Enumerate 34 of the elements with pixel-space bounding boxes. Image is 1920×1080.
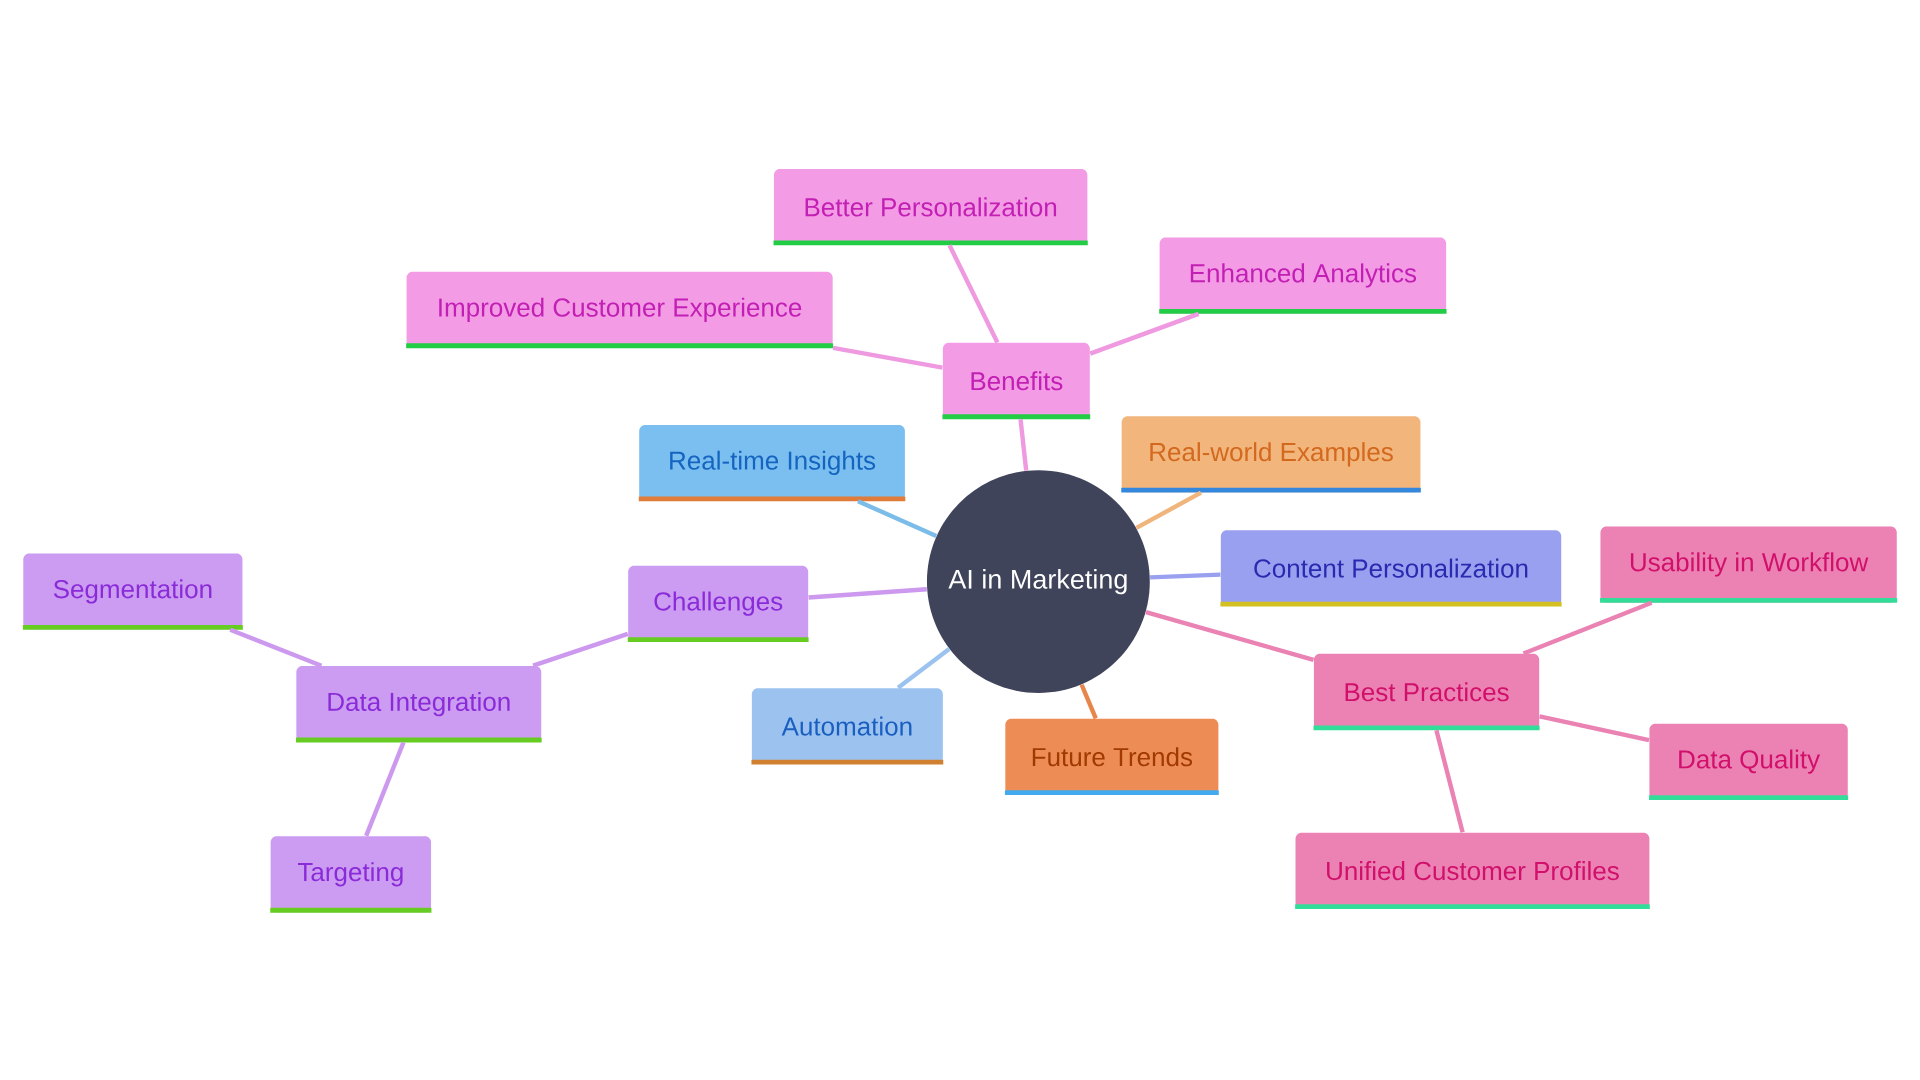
topic-box: Benefits [942,342,1091,420]
topic-box: Targeting [270,836,432,913]
connector-line [1539,714,1650,743]
connector-line [808,587,927,600]
connector-line [1150,572,1221,580]
topic-box: Unified Customer Profiles [1295,832,1650,909]
topic-box: Automation [751,688,944,765]
topic-box: Usability in Workflow [1600,526,1898,603]
topic-box: Enhanced Analytics [1159,237,1447,314]
topic-box: Real-world Examples [1121,416,1421,493]
topic-box: Segmentation [22,553,243,630]
topic-box: Content Personalization [1220,530,1562,607]
connector-line [832,345,943,370]
connector-line [1018,418,1029,471]
topic-box: Data Integration [295,666,542,743]
connector-line [364,741,406,837]
topic-box: Real-time Insights [638,424,906,502]
connector-line [1089,311,1200,356]
topic-box: Improved Customer Experience [406,271,834,349]
topic-box: Future Trends [1004,718,1219,796]
connector-line [947,244,1000,344]
topic-box: Better Personalization [773,168,1088,246]
connector-line [896,647,951,690]
topic-box: Best Practices [1313,653,1540,731]
connector-line [1135,490,1203,530]
connector-line [1145,610,1315,662]
connector-line [532,631,629,668]
connector-line [1522,600,1653,656]
connector-line [1079,683,1098,720]
connector-line [857,499,938,539]
connector-line [1434,729,1465,833]
connector-line [229,627,323,668]
topic-box: Data Quality [1649,723,1849,800]
topic-box: Challenges [627,565,809,643]
